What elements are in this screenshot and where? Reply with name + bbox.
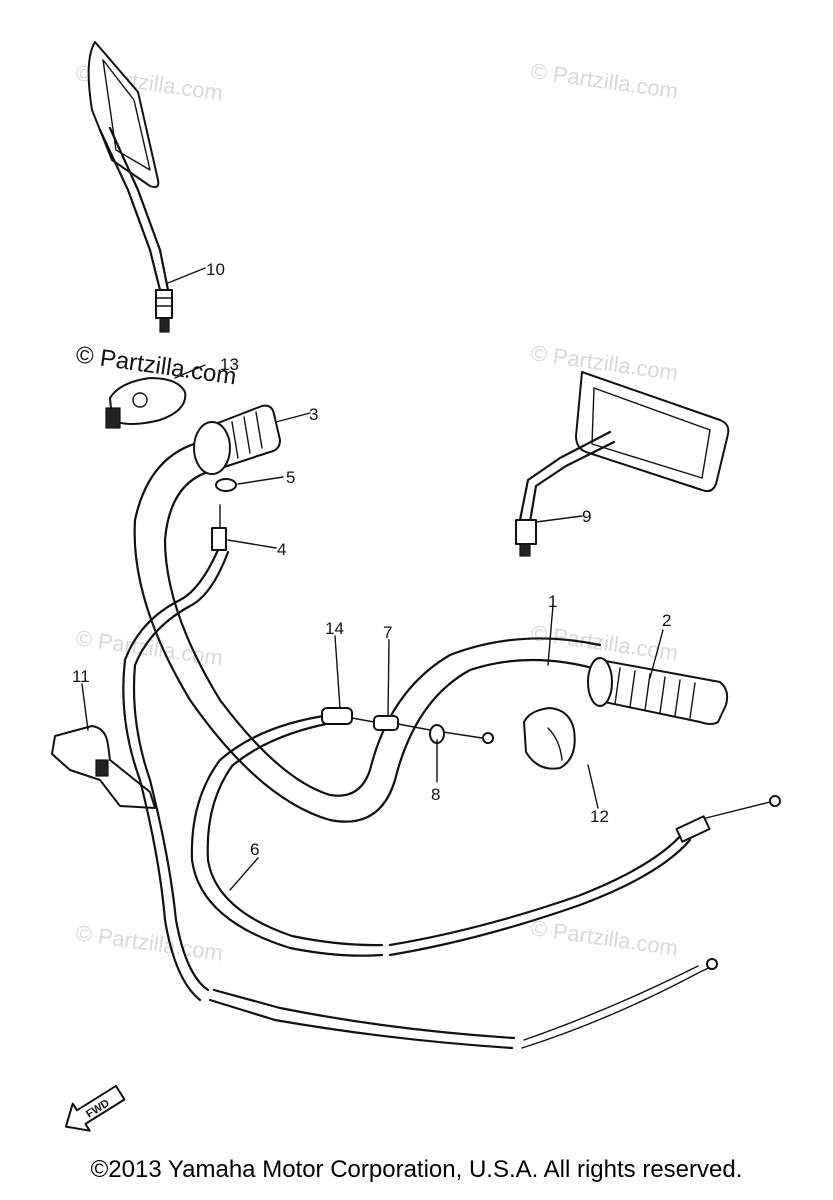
right-grip	[587, 657, 729, 725]
clutch-lever	[51, 725, 156, 809]
small-parts	[211, 478, 237, 551]
left-grip	[193, 404, 281, 475]
watermark-mid-left: © Partzilla.com	[74, 625, 224, 670]
washer-5	[215, 478, 237, 492]
cable-end-4	[211, 527, 227, 551]
callout-8: 8	[431, 785, 440, 804]
right-switch	[523, 707, 576, 770]
callout-1: 1	[548, 592, 557, 611]
leader-lines	[81, 267, 664, 891]
callout-9: 9	[582, 507, 591, 526]
callout-5: 5	[286, 468, 295, 487]
callout-13: 13	[220, 355, 239, 374]
watermark-top-right: © Partzilla.com	[529, 58, 679, 103]
callouts: 1 2 3 4 5 6 7 8 9 10 11 12 13 14	[72, 260, 671, 859]
callout-2: 2	[662, 611, 671, 630]
left-switch	[105, 377, 187, 429]
callout-11: 11	[72, 667, 90, 686]
right-mirror	[515, 371, 730, 557]
callout-7: 7	[383, 623, 392, 642]
watermark-bottom-left: © Partzilla.com	[74, 920, 224, 965]
callout-3: 3	[309, 405, 318, 424]
callout-14: 14	[325, 619, 344, 638]
callout-6: 6	[250, 840, 259, 859]
handlebar	[133, 438, 602, 823]
cables	[122, 548, 781, 1050]
left-mirror	[87, 41, 173, 333]
callout-4: 4	[277, 540, 286, 559]
callout-12: 12	[590, 807, 609, 826]
watermark-bottom-right: © Partzilla.com	[529, 915, 679, 960]
callout-10: 10	[206, 260, 225, 279]
fwd-arrow: FWD	[64, 1084, 126, 1132]
copyright-notice: ©2013 Yamaha Motor Corporation, U.S.A. A…	[90, 1156, 743, 1183]
